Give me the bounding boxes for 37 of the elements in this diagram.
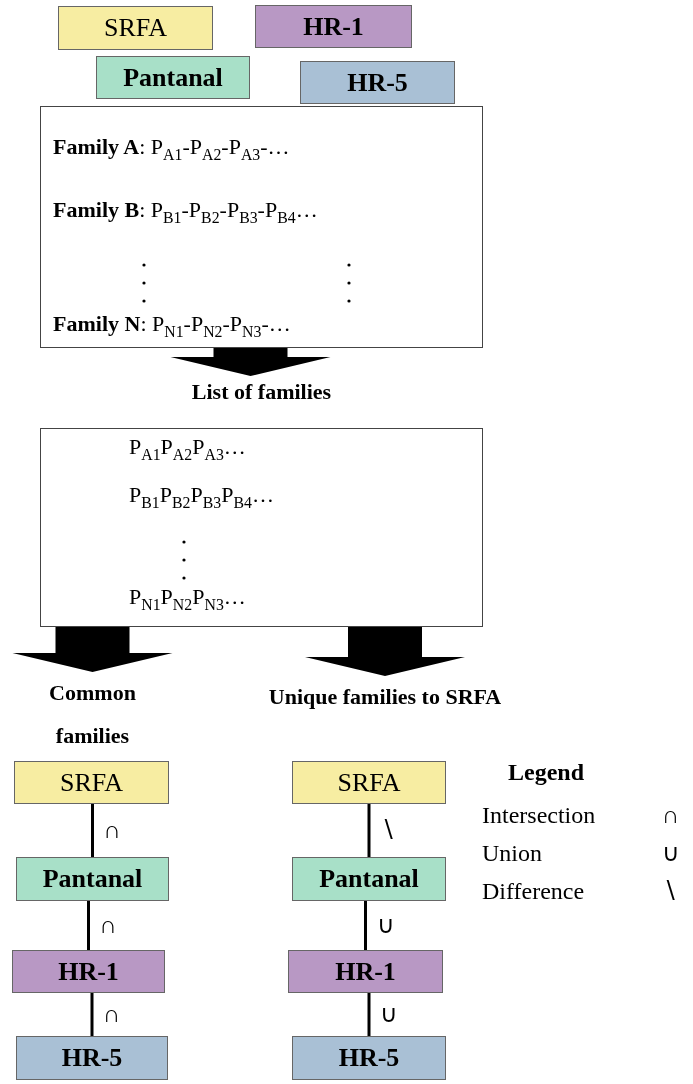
connector-line [364, 901, 367, 950]
connector-line [367, 804, 371, 857]
column-heading: Common families [10, 672, 175, 756]
sample-box: Pantanal [292, 857, 446, 901]
connector-line [367, 993, 371, 1036]
block-arrow [170, 348, 331, 376]
sample-box: SRFA [14, 761, 169, 804]
sample-box: HR-5 [300, 61, 455, 104]
sample-box: Pantanal [96, 56, 250, 99]
connector-line [90, 993, 94, 1036]
legend-symbol: ∩ [662, 803, 680, 827]
sample-box: HR-1 [288, 950, 443, 993]
legend-title: Legend [508, 760, 584, 784]
peak-sequence: Family N: P$_{N1}$-P$_{N2}$-P$_{N3}$-… [53, 311, 291, 338]
legend-symbol: ∪ [662, 841, 680, 865]
block-arrow [305, 627, 465, 676]
block-arrow [12, 627, 173, 672]
legend-text: Intersection [482, 803, 596, 827]
sample-box: HR-5 [16, 1036, 168, 1080]
legend-symbol: ∖ [662, 879, 677, 903]
sample-box: SRFA [58, 6, 213, 50]
legend-text: Union [482, 841, 542, 865]
peak-sequence: P$_{A1}$P$_{A2}$P$_{A3}$… [129, 434, 246, 461]
heading: List of families [190, 379, 333, 405]
sample-box: SRFA [292, 761, 446, 804]
column-heading: Unique families to SRFA [262, 676, 508, 760]
sample-box: Pantanal [16, 857, 169, 901]
sample-box: HR-1 [255, 5, 412, 48]
legend-text: Difference [482, 879, 585, 903]
connector-line [87, 901, 90, 950]
peak-sequence: Family B: P$_{B1}$-P$_{B2}$-P$_{B3}$-P$_{B4}$… [53, 197, 318, 224]
sample-box: HR-5 [292, 1036, 446, 1080]
peak-sequence: P$_{B1}$P$_{B2}$P$_{B3}$P$_{B4}$… [129, 482, 274, 509]
peak-sequence: P$_{N1}$P$_{N2}$P$_{N3}$… [129, 584, 246, 611]
peak-sequence: Family A: P$_{A1}$-P$_{A2}$-P$_{A3}$-… [53, 134, 290, 161]
sample-box: HR-1 [12, 950, 165, 993]
connector-line [91, 804, 94, 857]
